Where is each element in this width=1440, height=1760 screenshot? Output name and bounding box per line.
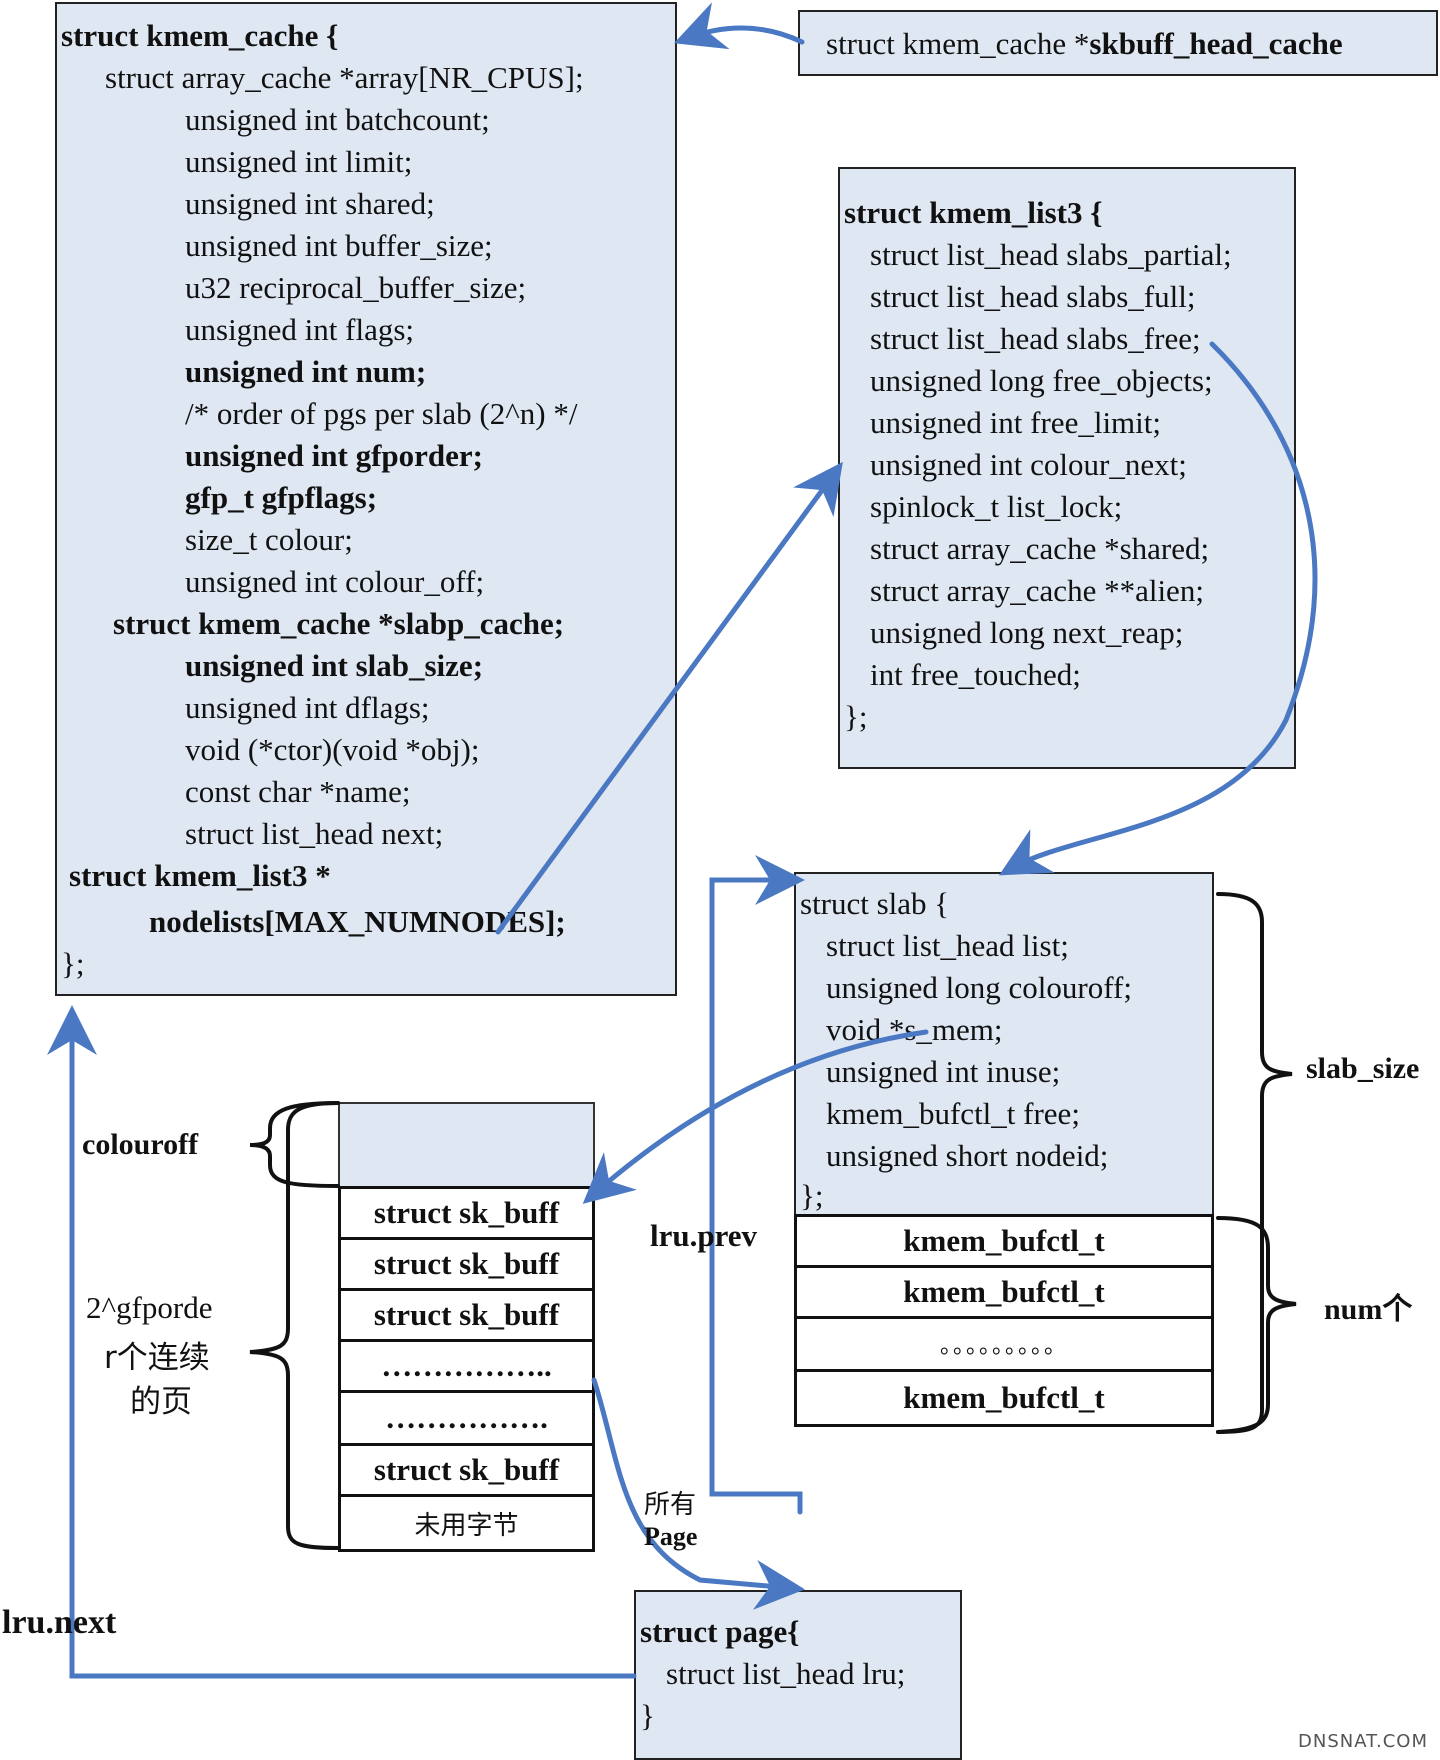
sk-buff-object: struct sk_buff [338, 1443, 595, 1497]
code-line: unsigned long next_reap; [870, 615, 1184, 650]
code-line: unsigned int shared; [185, 186, 435, 221]
num-label: num个 [1324, 1293, 1413, 1326]
slab-size-brace [1216, 892, 1293, 1434]
code-line: size_t colour; [185, 522, 353, 557]
code-line: }; [844, 699, 868, 734]
code-line: const char *name; [185, 774, 411, 809]
code-line: int free_touched; [870, 657, 1081, 692]
code-line: unsigned int batchcount; [185, 102, 490, 137]
code-line: u32 reciprocal_buffer_size; [185, 270, 527, 305]
ellipsis-object: …………….. [338, 1339, 595, 1393]
s-mem-to-object-arrow [582, 1029, 929, 1204]
code-line: struct list_head next; [185, 816, 444, 851]
sk-buff-object: struct sk_buff [338, 1288, 595, 1342]
bufctl-array: kmem_bufctl_t kmem_bufctl_t 。。。。。。。。。 km… [794, 1214, 1214, 1430]
colouroff-brace [249, 1101, 340, 1188]
code-line: unsigned int dflags; [185, 690, 430, 725]
code-line: struct list_head lru; [666, 1656, 906, 1691]
code-line: struct kmem_list3 { [844, 195, 1103, 230]
sk-buff-object: struct sk_buff [338, 1186, 595, 1240]
code-line: void *s_mem; [826, 1012, 1003, 1047]
all-page-label-line2: Page [644, 1522, 698, 1551]
code-line: unsigned int gfporder; [185, 438, 483, 473]
code-line: struct array_cache *array[NR_CPUS]; [105, 60, 584, 95]
code-line: unsigned int flags; [185, 312, 415, 347]
code-line: /* order of pgs per slab (2^n) */ [185, 396, 578, 431]
code-line: struct kmem_list3 * [69, 858, 331, 893]
code-line: } [640, 1698, 655, 1733]
ellipsis-object: ……………. [338, 1390, 595, 1446]
code-line: unsigned long free_objects; [870, 363, 1213, 398]
code-line: unsigned int num; [185, 354, 427, 389]
gfporder-label-line3: 的页 [130, 1384, 192, 1420]
code-line: }; [61, 946, 85, 981]
code-line: unsigned int colour_next; [870, 447, 1187, 482]
code-line: void (*ctor)(void *obj); [185, 732, 480, 767]
watermark: DNSNAT.COM [1298, 1731, 1428, 1752]
bufctl-cell: kmem_bufctl_t [794, 1214, 1214, 1268]
all-page-label-line1: 所有 [644, 1490, 697, 1520]
lru-prev-label: lru.prev [650, 1218, 758, 1253]
code-line: unsigned int inuse; [826, 1054, 1061, 1089]
code-line: struct page{ [640, 1614, 800, 1649]
code-line: unsigned int limit; [185, 144, 413, 179]
code-line: unsigned int buffer_size; [185, 228, 493, 263]
code-line: unsigned int colour_off; [185, 564, 485, 599]
objects-column: struct sk_buff struct sk_buff struct sk_… [338, 1186, 595, 1558]
code-line: struct kmem_cache { [61, 18, 339, 53]
code-line: struct list_head slabs_full; [870, 279, 1196, 314]
code-line: struct list_head slabs_partial; [870, 237, 1232, 272]
code-line: spinlock_t list_lock; [870, 489, 1123, 524]
gfporder-label-line1: 2^gfporde [86, 1290, 213, 1325]
slab-struct-box: struct slab { struct list_head list; uns… [794, 872, 1214, 1217]
colouroff-label: colouroff [82, 1128, 199, 1161]
decl-prefix: struct kmem_cache * [826, 26, 1090, 61]
code-line: struct list_head slabs_free; [870, 321, 1201, 356]
code-line: gfp_t gfpflags; [185, 480, 378, 515]
code-line: struct slab { [800, 886, 950, 921]
lru-next-arrow [47, 1005, 637, 1679]
code-line: }; [800, 1178, 824, 1213]
lru-prev-arrow [709, 855, 805, 1515]
lru-next-label: lru.next [2, 1604, 117, 1641]
bufctl-cell: kmem_bufctl_t [794, 1369, 1214, 1427]
unused-bytes: 未用字节 [338, 1494, 595, 1552]
code-line: unsigned long colouroff; [826, 970, 1132, 1005]
skbuff-head-cache-box: struct kmem_cache *skbuff_head_cache [798, 10, 1438, 76]
kmem-cache-struct-box: struct kmem_cache { struct array_cache *… [55, 2, 677, 996]
code-line: struct array_cache *shared; [870, 531, 1210, 566]
nodelists-to-kmem-list3-arrow [495, 461, 843, 935]
bufctl-ellipsis-cell: 。。。。。。。。。 [794, 1316, 1214, 1372]
slabs-free-to-slab-arrow [998, 341, 1318, 876]
all-page-arrow [591, 1377, 805, 1610]
slab-size-label: slab_size [1306, 1052, 1420, 1085]
skbuff-to-kmem-cache-arrow [673, 2, 805, 50]
page-struct-box: struct page{ struct list_head lru; } [634, 1590, 962, 1760]
kmem-list3-struct-box: struct kmem_list3 { struct list_head sla… [838, 167, 1296, 769]
decl-name: skbuff_head_cache [1089, 26, 1343, 61]
code-line: unsigned int slab_size; [185, 648, 484, 683]
skbuff-head-cache-decl: struct kmem_cache *skbuff_head_cache [826, 28, 1343, 60]
code-line: kmem_bufctl_t free; [826, 1096, 1080, 1131]
bufctl-cell: kmem_bufctl_t [794, 1265, 1214, 1319]
code-line: struct array_cache **alien; [870, 573, 1204, 608]
gfporder-label-line2: r个连续 [104, 1340, 210, 1376]
gfporder-brace [249, 1101, 340, 1550]
sk-buff-object: struct sk_buff [338, 1237, 595, 1291]
code-line: unsigned short nodeid; [826, 1138, 1109, 1173]
code-line: unsigned int free_limit; [870, 405, 1162, 440]
code-line: struct list_head list; [826, 928, 1069, 963]
code-line: struct kmem_cache *slabp_cache; [113, 606, 565, 641]
num-brace [1216, 1216, 1297, 1434]
